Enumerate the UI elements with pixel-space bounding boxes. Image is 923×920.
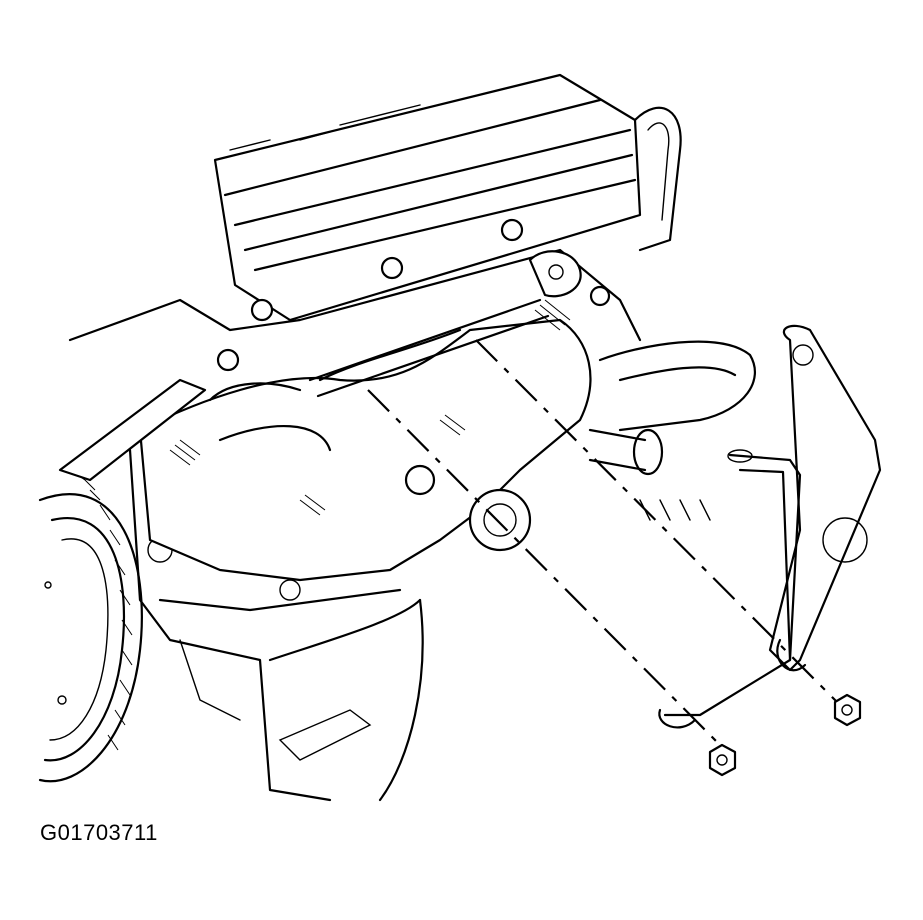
head-bolts [250,218,611,322]
valve-cover [213,73,682,322]
heat-shield-bracket [658,324,882,729]
left-bracket [58,348,240,482]
flywheel [38,469,143,783]
exhaust-manifold [138,299,592,582]
engine-block [68,248,642,802]
exploded-view-lines [367,339,846,746]
figure-identifier: G01703711 [40,820,158,845]
mounting-nuts [708,693,862,777]
hose-assembly [588,340,756,521]
coolant-pipe [308,250,582,398]
nut-lower-right [833,693,862,727]
nut-lower-left [708,743,737,777]
